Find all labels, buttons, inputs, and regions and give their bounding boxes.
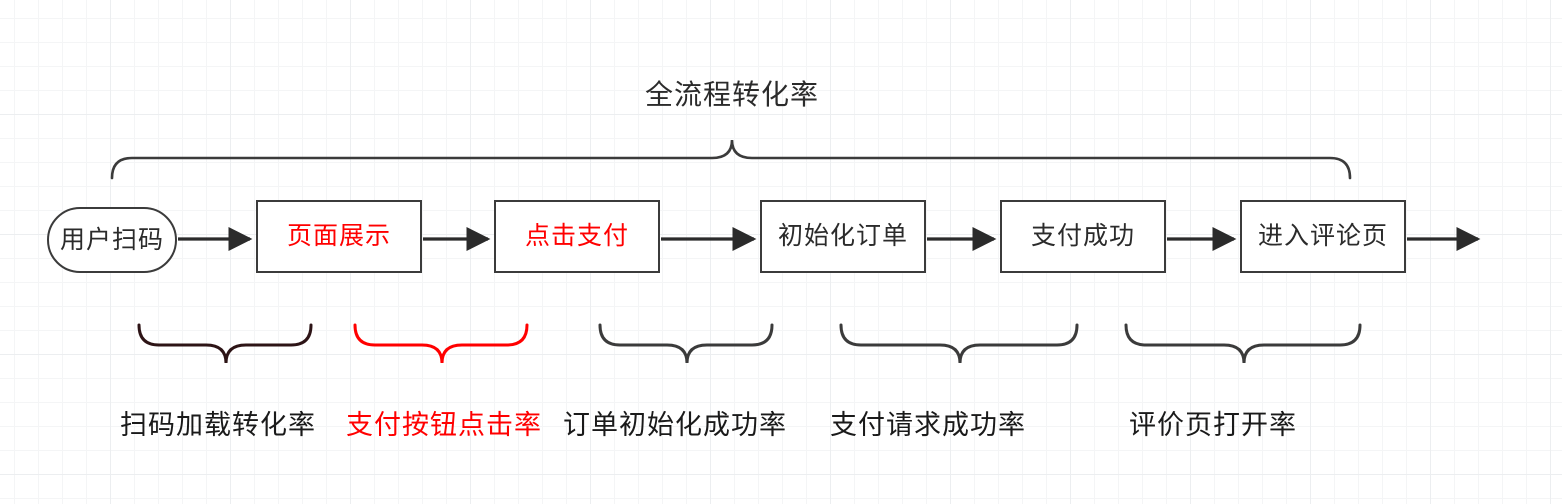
metric-brace-m5 bbox=[1124, 323, 1362, 364]
metric-brace-m2 bbox=[353, 323, 529, 364]
metric-brace-m1 bbox=[137, 323, 313, 364]
metric-brace-m3 bbox=[598, 323, 774, 364]
node-order[interactable]: 初始化订单 bbox=[760, 200, 926, 273]
node-page-label: 页面展示 bbox=[286, 222, 391, 250]
node-pay-label: 点击支付 bbox=[524, 222, 629, 250]
node-order-label: 初始化订单 bbox=[777, 222, 908, 250]
metric-label-m5: 评价页打开率 bbox=[1129, 410, 1297, 440]
node-success[interactable]: 支付成功 bbox=[1000, 200, 1166, 273]
node-scan[interactable]: 用户扫码 bbox=[47, 207, 177, 273]
node-scan-label: 用户扫码 bbox=[59, 225, 164, 254]
metric-label-m1: 扫码加载转化率 bbox=[120, 410, 316, 440]
metric-label-m3: 订单初始化成功率 bbox=[563, 410, 787, 440]
node-page[interactable]: 页面展示 bbox=[256, 200, 422, 273]
metric-label-m4: 支付请求成功率 bbox=[830, 410, 1026, 440]
overall-brace bbox=[110, 139, 1352, 180]
node-comment[interactable]: 进入评论页 bbox=[1240, 200, 1406, 273]
overall-brace-label: 全流程转化率 bbox=[644, 79, 820, 110]
node-comment-label: 进入评论页 bbox=[1257, 222, 1388, 250]
metric-brace-m4 bbox=[839, 323, 1079, 364]
metric-label-m2: 支付按钮点击率 bbox=[346, 410, 542, 440]
node-pay[interactable]: 点击支付 bbox=[494, 200, 660, 273]
node-success-label: 支付成功 bbox=[1030, 222, 1135, 250]
